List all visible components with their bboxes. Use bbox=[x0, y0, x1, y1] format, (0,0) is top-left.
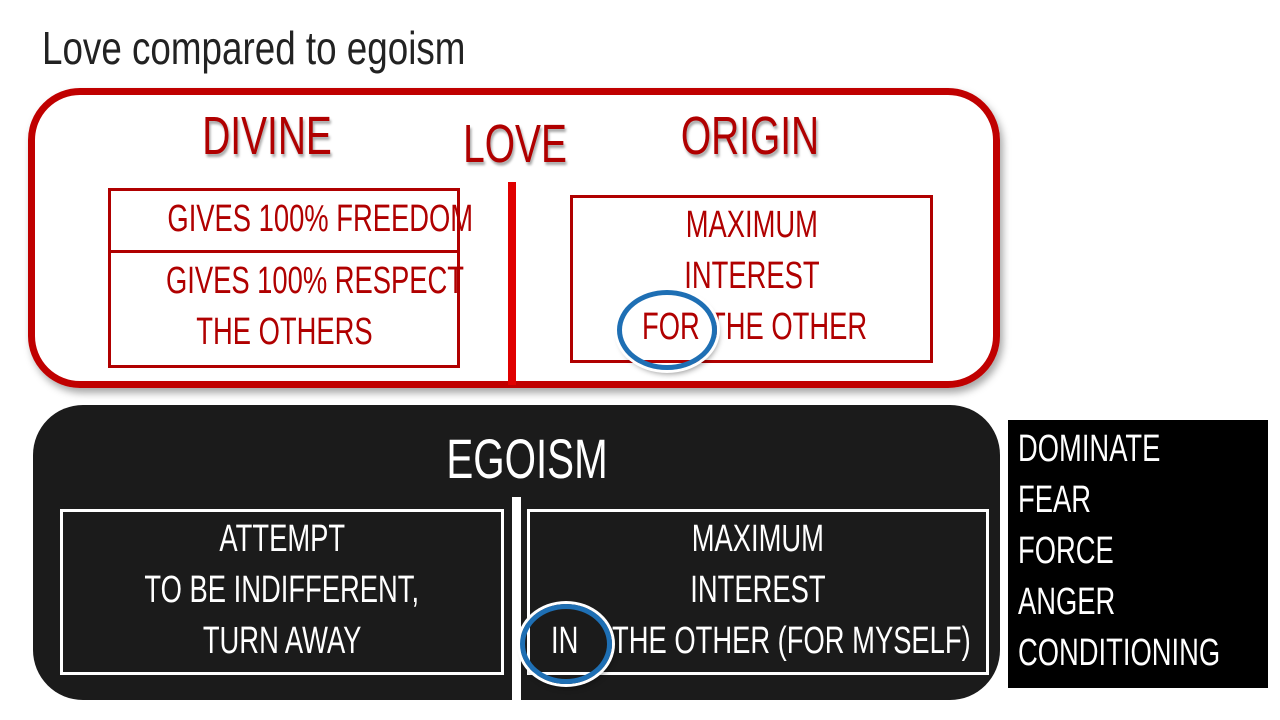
attempt-text: ATTEMPT bbox=[219, 518, 345, 560]
side-item: DOMINATE bbox=[1018, 428, 1161, 470]
respect-text: GIVES 100% RESPECT bbox=[165, 260, 464, 302]
love-left-box bbox=[108, 188, 460, 368]
egoism-maximum-text: MAXIMUM bbox=[691, 518, 825, 560]
slide-title: Love compared to egoism bbox=[42, 22, 466, 74]
love-heading: LOVE bbox=[463, 114, 567, 174]
maximum-text: MAXIMUM bbox=[685, 204, 818, 246]
side-item: ANGER bbox=[1018, 581, 1116, 623]
love-divider bbox=[508, 182, 516, 385]
interest-text: INTEREST bbox=[683, 255, 820, 297]
divine-heading: DIVINE bbox=[202, 106, 332, 166]
the-other-text: THE OTHER bbox=[709, 306, 868, 348]
side-item: FEAR bbox=[1018, 479, 1091, 521]
highlight-circle-in bbox=[520, 604, 612, 684]
side-item: FORCE bbox=[1018, 530, 1114, 572]
turn-away-text: TURN AWAY bbox=[202, 620, 362, 662]
egoism-interest-text: INTEREST bbox=[690, 569, 826, 611]
origin-heading: ORIGIN bbox=[680, 106, 820, 166]
the-other-myself-text: THE OTHER (FOR MYSELF) bbox=[612, 620, 971, 662]
side-item: CONDITIONING bbox=[1018, 632, 1221, 674]
egoism-heading: EGOISM bbox=[446, 427, 608, 490]
egoism-divider bbox=[512, 497, 521, 700]
freedom-text: GIVES 100% FREEDOM bbox=[167, 198, 474, 240]
highlight-circle-for bbox=[617, 290, 717, 370]
indifferent-text: TO BE INDIFFERENT, bbox=[144, 569, 420, 611]
egoism-right-box bbox=[527, 509, 989, 675]
love-right-box bbox=[570, 195, 933, 363]
egoism-left-box bbox=[60, 509, 504, 675]
side-list-box bbox=[1008, 420, 1268, 688]
box-divider bbox=[111, 250, 457, 253]
others-text: THE OTHERS bbox=[195, 311, 373, 353]
